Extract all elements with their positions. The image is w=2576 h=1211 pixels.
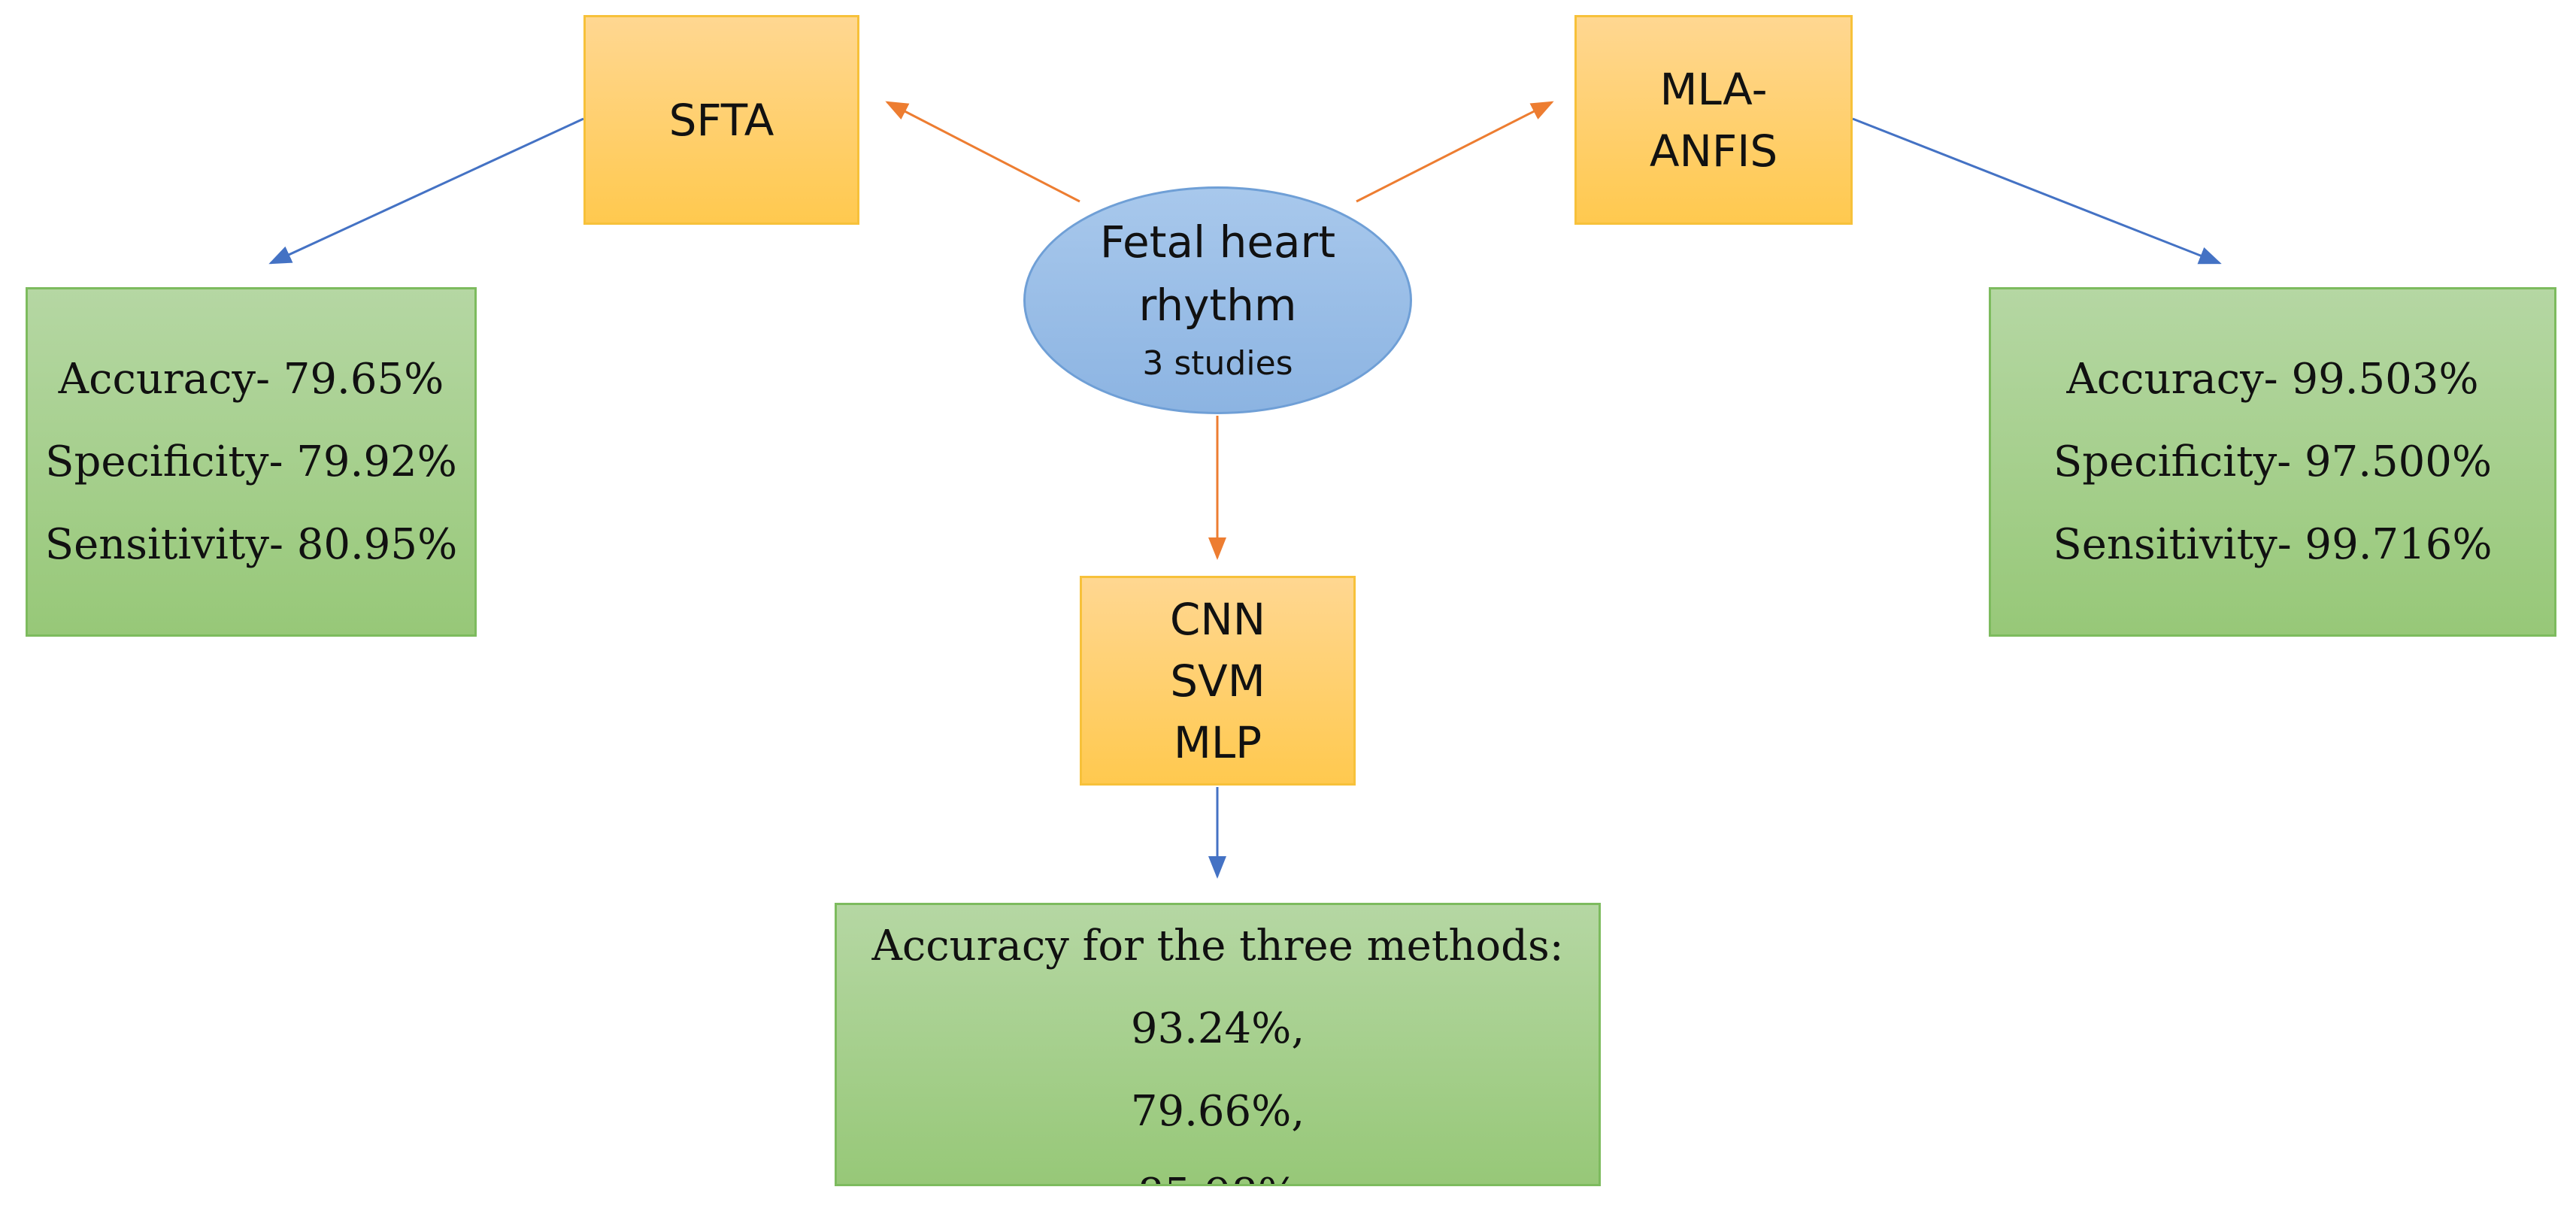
center-title-line2: rhythm: [1138, 279, 1297, 331]
cnn-svm-mlp-method-box: CNN SVM MLP: [1080, 576, 1356, 786]
svm-label: SVM: [1170, 655, 1265, 707]
sfta-specificity: Specificity- 79.92%: [45, 437, 457, 486]
mlp-label: MLP: [1173, 716, 1262, 768]
arrow-center-to-sfta: [885, 101, 1080, 203]
cnn-results-heading: Accuracy for the three methods:: [871, 922, 1564, 970]
cnn-label: CNN: [1169, 593, 1266, 645]
sfta-label: SFTA: [668, 94, 774, 146]
arrow-mla-to-results: [1852, 117, 2222, 265]
svm-accuracy-value: 79.66%,: [1130, 1087, 1305, 1136]
center-title-line1: Fetal heart: [1099, 216, 1336, 268]
mla-label-line2: ANFIS: [1649, 125, 1778, 177]
mlp-accuracy-value: 85.98%: [1138, 1153, 1299, 1184]
mla-sensitivity: Sensitivity- 99.716%: [2053, 519, 2493, 569]
sfta-accuracy: Accuracy- 79.65%: [58, 354, 444, 404]
cnn-accuracy-value: 93.24%,: [1130, 1004, 1305, 1053]
mla-anfis-method-box: MLA- ANFIS: [1574, 15, 1853, 225]
fetal-heart-rhythm-node: Fetal heart rhythm 3 studies: [1023, 186, 1412, 414]
mla-specificity: Specificity- 97.500%: [2053, 437, 2493, 486]
center-subtitle: 3 studies: [1142, 344, 1293, 383]
mla-accuracy: Accuracy- 99.503%: [2066, 354, 2479, 404]
mla-label-line1: MLA-: [1659, 63, 1768, 115]
sfta-method-box: SFTA: [583, 15, 859, 225]
arrow-center-to-mla: [1356, 101, 1554, 203]
arrow-sfta-to-results: [268, 117, 584, 265]
sfta-results-box: Accuracy- 79.65% Specificity- 79.92% Sen…: [26, 287, 477, 637]
cnn-svm-mlp-results-box: Accuracy for the three methods: 93.24%, …: [835, 903, 1601, 1186]
mla-anfis-results-box: Accuracy- 99.503% Specificity- 97.500% S…: [1989, 287, 2556, 637]
sfta-sensitivity: Sensitivity- 80.95%: [44, 519, 458, 569]
